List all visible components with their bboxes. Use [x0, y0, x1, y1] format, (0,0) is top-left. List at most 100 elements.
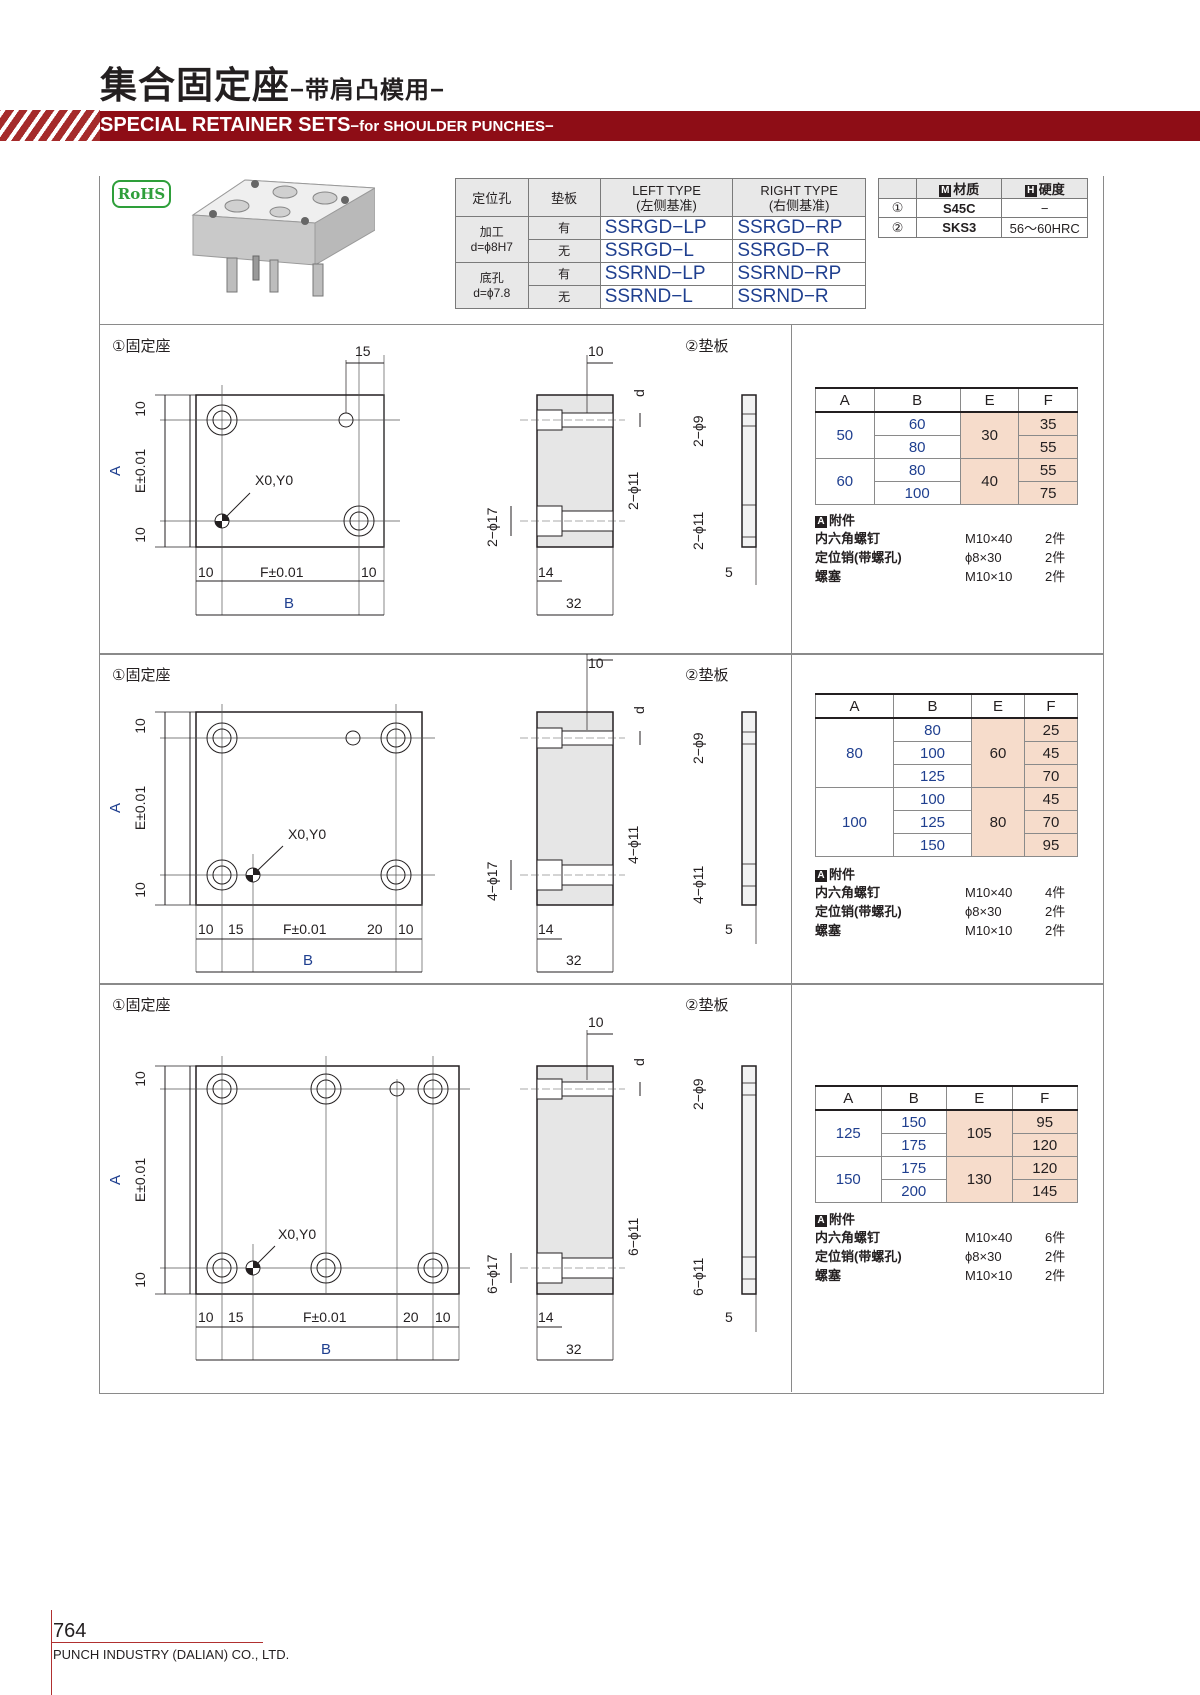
side-d: d: [631, 706, 647, 714]
mat-h-material-text: 材质: [953, 182, 980, 197]
dim-bl2: 15: [228, 1309, 244, 1325]
product-image: [191, 179, 375, 297]
header-bar: [100, 111, 1200, 141]
mat-hardness: −: [1001, 198, 1088, 218]
acc-spec: M10×10: [965, 923, 1013, 938]
side-hole-small: 4−ϕ11: [625, 825, 641, 864]
cell-b: 175: [880, 1156, 947, 1180]
plate-label: ②垫板: [685, 337, 728, 355]
cell-b: 200: [880, 1179, 947, 1203]
cell-e: 80: [971, 787, 1025, 857]
section-2-drawing: ①固定座 ②垫板 X0,Y0 A E±0.01 10 10 10 15 F±0.…: [107, 654, 757, 973]
page-number: 764: [53, 1620, 87, 1642]
mat-material: S45C: [916, 198, 1003, 218]
acc-qty: 2件: [1045, 923, 1066, 938]
counterbore-hole: [417, 1252, 449, 1284]
mat-h-no: [877, 178, 918, 199]
col-a: A: [815, 387, 875, 413]
mat-no: ②: [877, 217, 918, 238]
counterbore-hole: [380, 722, 412, 754]
col-a: A: [815, 693, 894, 719]
top-frame-lines: [99, 176, 1104, 324]
counterbore-hole: [310, 1073, 342, 1105]
acc-name: 定位销(带螺孔): [815, 904, 902, 919]
section-1-frame: [99, 324, 1104, 655]
retainer-label: ①固定座: [112, 667, 170, 684]
company-name: PUNCH INDUSTRY (DALIAN) CO., LTD.: [53, 1647, 290, 1662]
acc-name: 内六角螺钉: [815, 885, 881, 900]
cell-b: 80: [873, 435, 961, 459]
acc-qty: 2件: [1045, 1249, 1066, 1264]
cell-a: 150: [815, 1156, 882, 1203]
backing-plate: [741, 711, 757, 906]
cell-b: 150: [893, 833, 972, 857]
cell-f: 70: [1023, 764, 1079, 788]
english-title: SPECIAL RETAINER SETS−for SHOULDER PUNCH…: [100, 114, 554, 137]
dim-10: 10: [132, 882, 148, 898]
side-hole-small: 2−ϕ11: [625, 471, 641, 510]
col-f: F: [1018, 387, 1078, 413]
dim-e: E±0.01: [132, 1158, 148, 1202]
model-code: SSRGD−LP: [599, 216, 734, 240]
dim-e: E±0.01: [132, 786, 148, 830]
acc-spec: M10×10: [965, 569, 1013, 584]
dim-15: 15: [355, 343, 371, 359]
dowel-hole: [345, 730, 361, 746]
acc-spec: ϕ8×30: [965, 1249, 1002, 1264]
side-32: 32: [566, 595, 582, 611]
model-h-plate: 垫板: [527, 178, 601, 217]
cell-b: 60: [873, 411, 961, 436]
cell-b: 125: [893, 810, 972, 834]
acc-name: 内六角螺钉: [815, 1230, 881, 1245]
cell-f: 145: [1011, 1179, 1078, 1203]
model-g2-a: 底孔: [479, 270, 504, 285]
cell-f: 45: [1023, 741, 1079, 765]
side-hole-big: 6−ϕ17: [484, 1254, 500, 1294]
model-no: 无: [527, 239, 601, 263]
cell-f: 45: [1023, 787, 1079, 811]
plate-bottom: 6−ϕ11: [690, 1257, 706, 1296]
plate-top: 2−ϕ9: [690, 732, 706, 764]
retainer-plan: [195, 711, 423, 906]
model-g1-b: d=ϕ8H7: [470, 239, 513, 254]
cell-b: 100: [873, 481, 961, 505]
col-e: E: [971, 693, 1025, 719]
retainer-label: ①固定座: [112, 997, 170, 1014]
dowel-hole: [389, 1081, 405, 1097]
acc-qty: 2件: [1045, 550, 1066, 565]
acc-spec: M10×10: [965, 1268, 1013, 1283]
footer-hline: [51, 1642, 263, 1643]
model-code: SSRND−LP: [599, 262, 734, 286]
counterbore-hole: [206, 722, 238, 754]
model-h-right-text: RIGHT TYPE: [760, 182, 838, 198]
cell-e: 105: [946, 1109, 1013, 1157]
plate-bottom: 2−ϕ11: [690, 511, 706, 550]
acc-spec: M10×40: [965, 1230, 1013, 1245]
dim-b: B: [303, 952, 313, 969]
cell-f: 55: [1018, 435, 1078, 459]
model-code: SSRGD−RP: [732, 216, 866, 240]
acc-name: 螺塞: [815, 1268, 842, 1283]
dim-b: B: [284, 595, 294, 612]
cell-a: 50: [815, 411, 875, 459]
model-h-right: RIGHT TYPE(右侧基准): [732, 178, 866, 217]
model-h-hole: 定位孔: [455, 178, 529, 217]
side-32: 32: [566, 952, 582, 968]
side-top: 10: [588, 1014, 604, 1030]
cell-f: 120: [1011, 1156, 1078, 1180]
origin-label: X0,Y0: [288, 826, 326, 842]
col-b: B: [880, 1085, 947, 1111]
backing-plate: [741, 394, 757, 548]
model-code: SSRGD−L: [599, 239, 734, 263]
cell-f: 35: [1018, 411, 1078, 436]
dim-f: F±0.01: [260, 564, 304, 580]
accessory-badge: A: [815, 1214, 827, 1227]
